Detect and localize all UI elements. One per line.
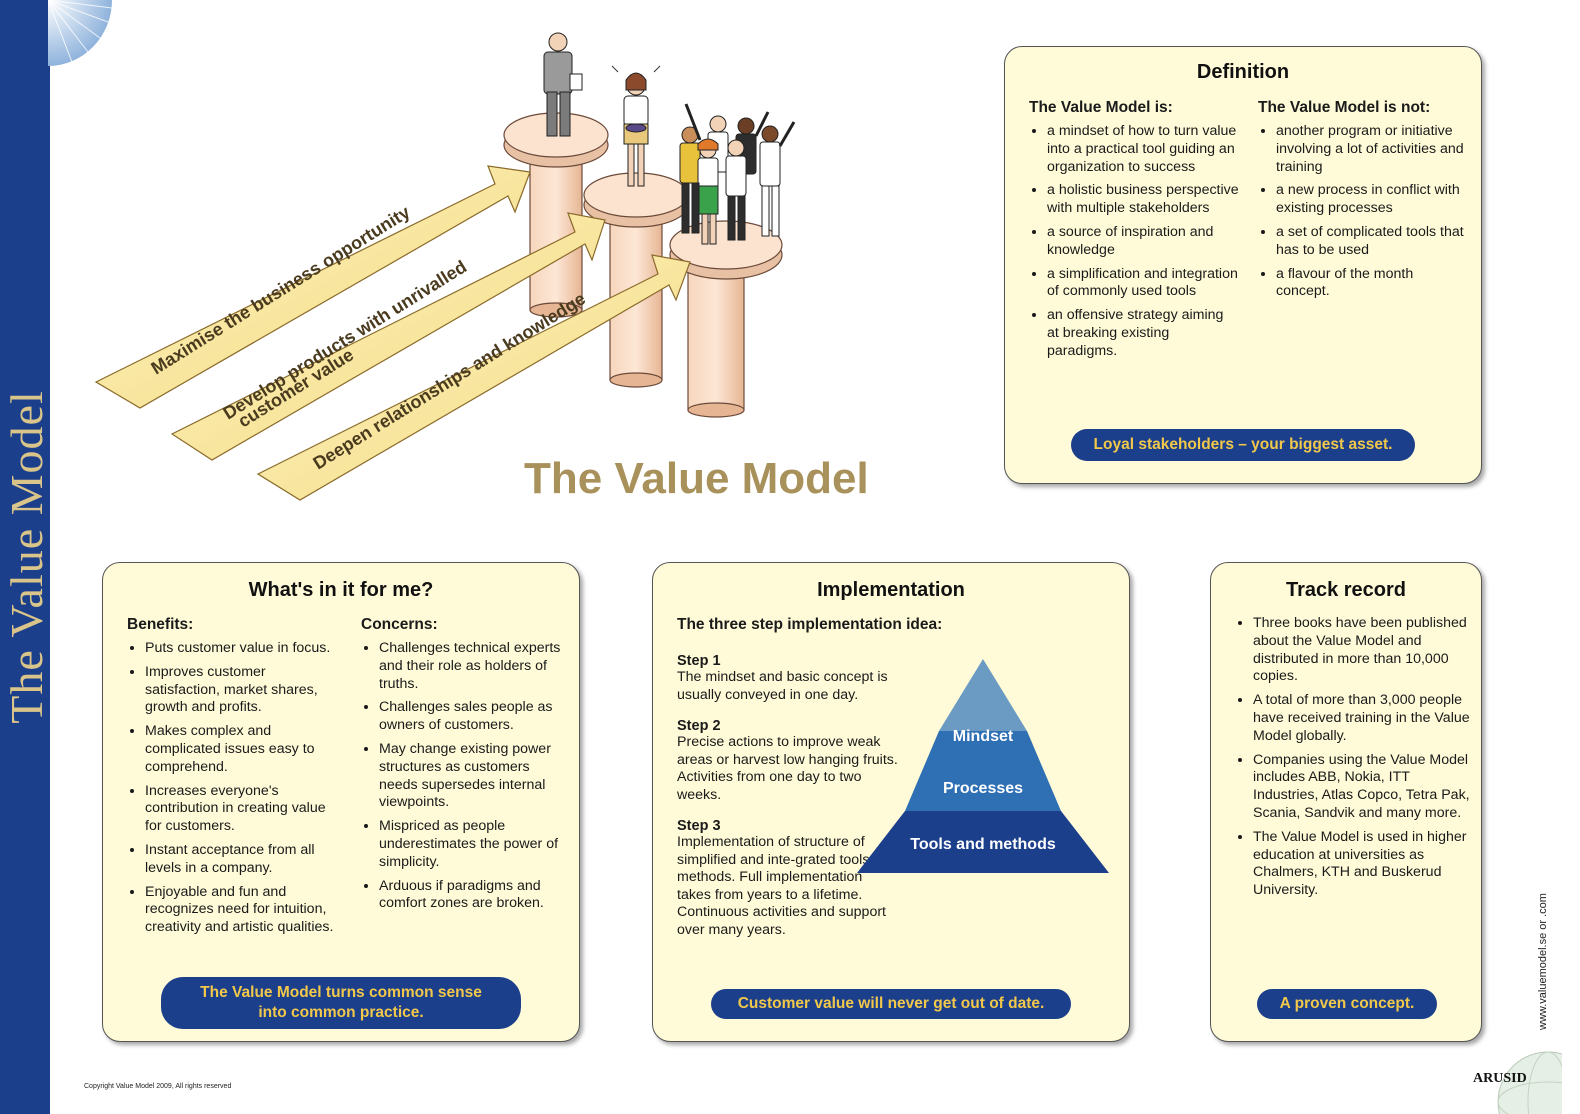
step-1-text: The mindset and basic concept is usually… [677, 669, 888, 703]
implementation-tagline: Customer value will never get out of dat… [711, 989, 1071, 1019]
globe-graphic [1497, 1051, 1562, 1114]
step-3-text: Implementation of structure of simplifie… [677, 834, 898, 938]
pyramid-tools-tier [857, 811, 1109, 873]
list-item: Makes complex and complicated issues eas… [145, 723, 341, 776]
list-item: Puts customer value in focus. [145, 640, 341, 658]
list-item: The Value Model is used in higher educat… [1253, 829, 1479, 900]
businessman-figure [543, 32, 583, 137]
arrow-2 [170, 212, 606, 461]
implementation-title: Implementation [817, 579, 965, 601]
list-item: Three books have been published about th… [1253, 615, 1479, 686]
list-item: a mindset of how to turn value into a pr… [1047, 123, 1239, 176]
definition-is-list: a mindset of how to turn value into a pr… [1029, 123, 1239, 361]
concerns-list: Challenges technical experts and their r… [361, 640, 567, 913]
benefits-heading: Benefits: [127, 616, 194, 633]
list-item: a holistic business perspective with mul… [1047, 182, 1239, 218]
main-title: The Value Model [524, 454, 869, 503]
definition-not-heading: The Value Model is not: [1258, 99, 1431, 116]
website-url: www.valuemodel.se or .com [1537, 893, 1549, 1030]
step-2-label: Step 2 [677, 718, 721, 734]
list-item: A total of more than 3,000 people have r… [1253, 692, 1479, 745]
copyright-text: Copyright Value Model 2009, All rights r… [84, 1083, 232, 1090]
track-record-list: Three books have been published about th… [1235, 615, 1479, 906]
whats-in-it-card: What's in it for me? Benefits: Puts cust… [102, 562, 580, 1042]
list-item: a flavour of the month concept. [1276, 266, 1468, 302]
tagline-line-1: The Value Model turns common sense [200, 984, 482, 1001]
list-item: Instant acceptance from all levels in a … [145, 842, 341, 878]
list-item: Challenges sales people as owners of cus… [379, 699, 567, 735]
list-item: Mispriced as people underestimates the p… [379, 818, 567, 871]
list-item: a source of inspiration and knowledge [1047, 224, 1239, 260]
track-record-title: Track record [1285, 579, 1407, 601]
pyramid-label-tools: Tools and methods [910, 836, 1056, 853]
sidebar-title: The Value Model [0, 390, 52, 724]
concerns-heading: Concerns: [361, 616, 438, 633]
woman-figure [611, 65, 661, 187]
pyramid-label-mindset: Mindset [953, 728, 1014, 745]
list-item: an offensive strategy aiming at breaking… [1047, 307, 1239, 360]
step-3-label: Step 3 [677, 818, 721, 834]
definition-not-list: another program or initiative involving … [1258, 123, 1468, 301]
pyramid-label-processes: Processes [943, 780, 1023, 797]
tagline-line-2: into common practice. [258, 1004, 424, 1021]
step-1-label: Step 1 [677, 653, 721, 669]
corner-swirl-graphic [48, 0, 112, 66]
hero-illustration: Maximise the business opportunity Develo… [94, 32, 796, 501]
list-item: a simplification and integration of comm… [1047, 266, 1239, 302]
arrow-3 [256, 254, 691, 501]
definition-tagline: Loyal stakeholders – your biggest asset. [1071, 429, 1415, 461]
benefits-list: Puts customer value in focus. Improves c… [127, 640, 341, 937]
list-item: Improves customer satisfaction, market s… [145, 664, 341, 717]
step-2-text: Precise actions to improve weak areas or… [677, 734, 898, 803]
pyramid-processes-tier [905, 731, 1061, 811]
implementation-card: Implementation The three step implementa… [652, 562, 1130, 1042]
track-record-card: Track record Three books have been publi… [1210, 562, 1482, 1042]
list-item: a new process in conflict with existing … [1276, 182, 1468, 218]
whats-in-it-tagline: The Value Model turns common sense into … [161, 977, 521, 1029]
list-item: Companies using the Value Model includes… [1253, 752, 1479, 823]
brand-logo-text: ARUSID [1473, 1071, 1527, 1086]
list-item: Arduous if paradigms and comfort zones a… [379, 878, 567, 914]
sidebar-band: The Value Model [0, 0, 52, 1114]
definition-title: Definition [1196, 61, 1290, 83]
list-item: Challenges technical experts and their r… [379, 640, 567, 693]
list-item: another program or initiative involving … [1276, 123, 1468, 176]
team-group-figure [679, 103, 796, 245]
list-item: Enjoyable and fun and recognizes need fo… [145, 884, 341, 937]
pillar-1 [503, 112, 609, 318]
list-item: May change existing power structures as … [379, 741, 567, 812]
definition-is-heading: The Value Model is: [1029, 99, 1173, 116]
implementation-pyramid: Mindset Processes Tools and methods [857, 659, 1109, 873]
list-item: a set of complicated tools that has to b… [1276, 224, 1468, 260]
definition-card: Definition The Value Model is: a mindset… [1004, 46, 1482, 484]
list-item: Increases everyone's contribution in cre… [145, 783, 341, 836]
pillar-3 [669, 220, 783, 418]
pyramid-mindset-tier [939, 659, 1027, 731]
track-record-tagline: A proven concept. [1257, 989, 1437, 1019]
arrow-1 [94, 165, 531, 409]
whats-in-it-title: What's in it for me? [248, 579, 434, 601]
implementation-subtitle: The three step implementation idea: [677, 616, 943, 633]
